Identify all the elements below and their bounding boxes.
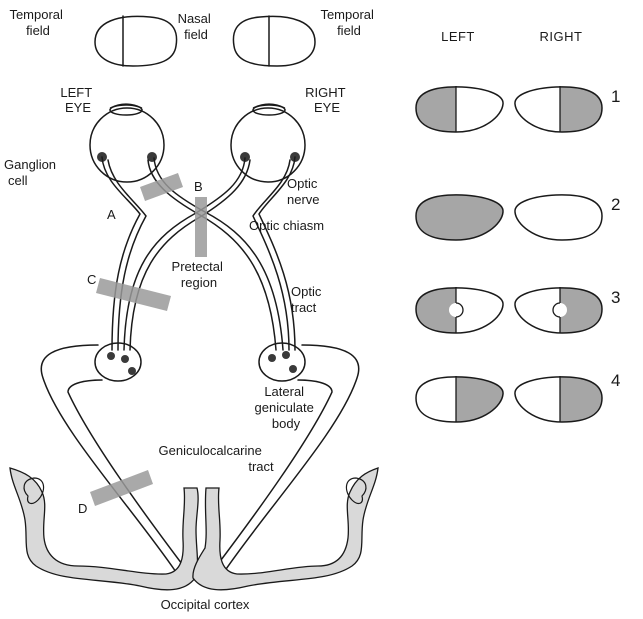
label-right-eye: RIGHT EYE bbox=[305, 85, 349, 115]
label-lateral-geniculate-body: Lateral geniculate body bbox=[255, 384, 318, 431]
defect-field-left bbox=[414, 285, 503, 335]
label-site-d: D bbox=[78, 501, 87, 516]
column-header-left: LEFT bbox=[441, 29, 475, 44]
label-site-c: C bbox=[87, 272, 96, 287]
label-optic-nerve: Optic nerve bbox=[287, 176, 321, 207]
visual-field-left bbox=[95, 16, 177, 66]
lgb-right bbox=[259, 343, 305, 381]
label-optic-chiasm: Optic chiasm bbox=[249, 218, 324, 233]
label-temporal-field-left: Temporal field bbox=[9, 7, 66, 38]
defect-row-number: 2 bbox=[611, 195, 620, 214]
left-eye bbox=[90, 104, 164, 182]
label-geniculocalcarine-tract: Geniculocalcarine tract bbox=[159, 443, 275, 474]
defect-field-right bbox=[515, 374, 604, 424]
occipital-cortex bbox=[10, 468, 378, 590]
label-temporal-field-right: Temporal field bbox=[320, 7, 377, 38]
lesion-d bbox=[90, 470, 153, 506]
defect-row-number: 3 bbox=[611, 288, 620, 307]
column-header-right: RIGHT bbox=[540, 29, 583, 44]
label-occipital-cortex: Occipital cortex bbox=[161, 597, 250, 612]
defect-field-left bbox=[416, 374, 504, 424]
defect-field-right bbox=[515, 195, 602, 240]
label-pretectal-region: Pretectal region bbox=[172, 259, 227, 290]
defect-field-left bbox=[414, 84, 503, 134]
defect-rows: 1 2 3 4 bbox=[414, 84, 620, 424]
geniculocalcarine-tracts bbox=[41, 345, 358, 572]
label-ganglion-cell: Ganglion cell bbox=[4, 157, 60, 188]
label-left-eye: LEFT EYE bbox=[60, 85, 95, 115]
label-site-a: A bbox=[107, 207, 116, 222]
cortex-left bbox=[10, 468, 198, 590]
defect-field-right bbox=[515, 285, 604, 335]
lesion-b bbox=[195, 197, 207, 257]
label-optic-tract: Optic tract bbox=[291, 284, 325, 315]
defect-field-right bbox=[515, 84, 604, 134]
cortex-right bbox=[193, 468, 378, 590]
label-nasal-field: Nasal field bbox=[178, 11, 215, 42]
defect-row-number: 4 bbox=[611, 371, 620, 390]
defect-field-left bbox=[416, 195, 503, 240]
lesion-c bbox=[96, 278, 171, 311]
visual-field-right bbox=[233, 16, 315, 66]
label-site-b: B bbox=[194, 179, 203, 194]
defect-row-number: 1 bbox=[611, 87, 620, 106]
